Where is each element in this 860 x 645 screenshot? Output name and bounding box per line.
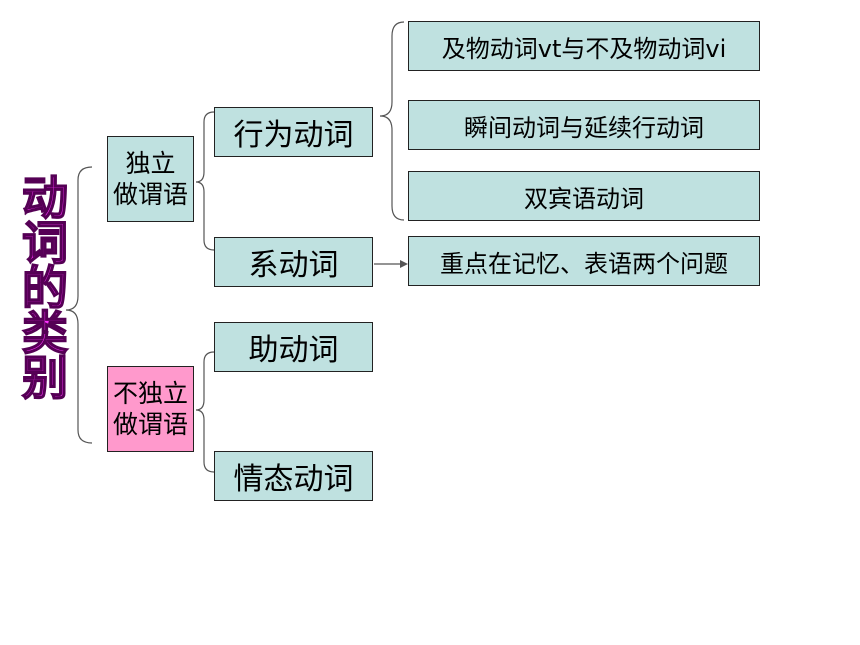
transitivity-box: 及物动词vt与不及物动词vi <box>408 21 760 71</box>
momentary-continuous-box: 瞬间动词与延续行动词 <box>408 100 760 150</box>
independent-brace <box>195 111 215 251</box>
independent-line2: 做谓语 <box>112 180 188 209</box>
diagram-title: 动 词 的 类 别 <box>16 171 74 405</box>
independent-predicate-box: 独立 做谓语 <box>107 136 194 222</box>
modal-verb-box: 情态动词 <box>214 451 373 501</box>
dependent-predicate-box: 不独立 做谓语 <box>107 366 194 452</box>
linking-verb-box: 系动词 <box>214 237 373 287</box>
linking-focus-box: 重点在记忆、表语两个问题 <box>408 236 760 286</box>
independent-line1: 独立 <box>125 149 176 178</box>
linking-focus-label: 重点在记忆、表语两个问题 <box>440 249 728 278</box>
title-char: 别 <box>21 351 69 405</box>
ditransitive-label: 双宾语动词 <box>524 184 644 213</box>
dependent-line2: 做谓语 <box>112 410 188 439</box>
action-verb-label: 行为动词 <box>233 118 354 153</box>
momentary-continuous-label: 瞬间动词与延续行动词 <box>464 113 704 142</box>
auxiliary-verb-box: 助动词 <box>214 322 373 372</box>
title-char: 类 <box>21 306 69 360</box>
ditransitive-box: 双宾语动词 <box>408 171 760 221</box>
action-verb-brace <box>379 21 405 221</box>
title-char: 词 <box>21 216 69 270</box>
title-char: 的 <box>21 261 69 315</box>
dependent-brace <box>195 351 215 473</box>
linking-arrow-head <box>400 260 408 268</box>
title-char: 动 <box>21 171 69 225</box>
dependent-line1: 不独立 <box>112 379 188 408</box>
transitivity-label: 及物动词vt与不及物动词vi <box>441 34 727 63</box>
modal-verb-label: 情态动词 <box>233 462 354 497</box>
linking-verb-label: 系动词 <box>248 248 339 283</box>
main-brace <box>65 166 93 444</box>
auxiliary-verb-label: 助动词 <box>248 333 339 368</box>
action-verb-box: 行为动词 <box>214 107 373 157</box>
